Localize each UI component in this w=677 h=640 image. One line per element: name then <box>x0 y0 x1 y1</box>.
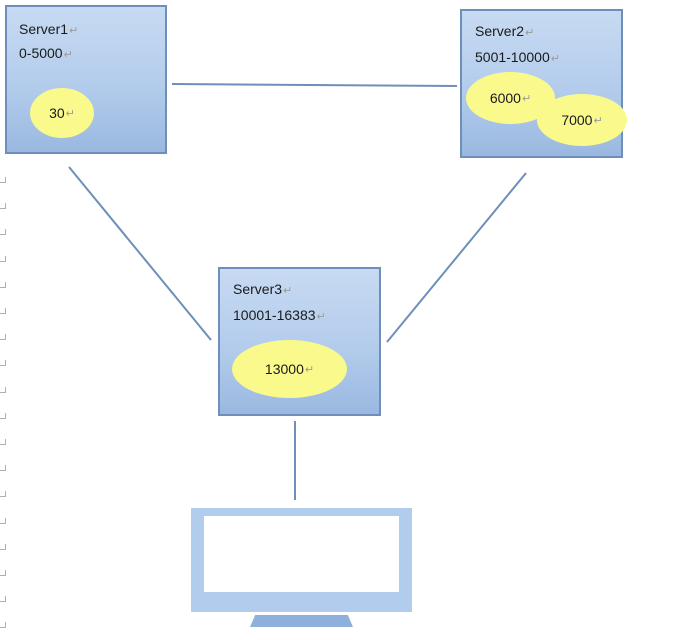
margin-mark <box>0 622 6 628</box>
monitor-icon <box>191 508 412 612</box>
server1-name: Server1↵ <box>19 21 79 37</box>
server2-node: Server2↵ 5001-10000↵ 6000↵ 7000↵ <box>460 9 627 158</box>
margin-mark <box>0 570 6 576</box>
margin-mark <box>0 360 6 366</box>
link-server1-server3 <box>68 166 212 341</box>
server3-node: Server3↵ 10001-16383↵ 13000↵ <box>218 267 381 416</box>
monitor-screen <box>204 516 399 592</box>
margin-mark <box>0 387 6 393</box>
page-margin-marks <box>0 150 8 640</box>
margin-mark <box>0 177 6 183</box>
server2-name: Server2↵ <box>475 23 535 39</box>
key-30-ellipse: 30↵ <box>30 88 94 138</box>
key-7000-ellipse: 7000↵ <box>537 94 627 146</box>
server3-name: Server3↵ <box>233 281 293 297</box>
margin-mark <box>0 334 6 340</box>
margin-mark <box>0 203 6 209</box>
margin-mark <box>0 465 6 471</box>
margin-mark <box>0 256 6 262</box>
margin-mark <box>0 439 6 445</box>
margin-mark <box>0 229 6 235</box>
margin-mark <box>0 308 6 314</box>
margin-mark <box>0 544 6 550</box>
server1-range: 0-5000↵ <box>19 45 73 61</box>
monitor-stand <box>250 615 353 627</box>
link-server2-server3 <box>386 172 527 343</box>
key-13000-ellipse: 13000↵ <box>232 340 347 398</box>
margin-mark <box>0 282 6 288</box>
margin-mark <box>0 596 6 602</box>
server3-range: 10001-16383↵ <box>233 307 326 323</box>
margin-mark <box>0 413 6 419</box>
server1-node: Server1↵ 0-5000↵ 30↵ <box>5 5 167 154</box>
margin-mark <box>0 491 6 497</box>
server2-range: 5001-10000↵ <box>475 49 560 65</box>
margin-mark <box>0 518 6 524</box>
link-server1-server2 <box>171 83 458 87</box>
